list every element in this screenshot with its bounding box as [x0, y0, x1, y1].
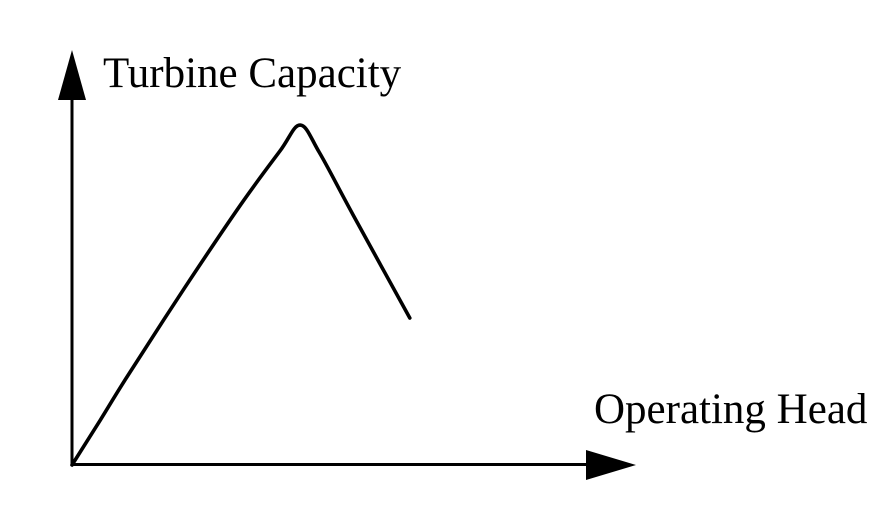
- y-axis-label: Turbine Capacity: [103, 50, 402, 97]
- y-axis-arrowhead-icon: [58, 50, 86, 100]
- x-axis-label: Operating Head: [594, 386, 868, 433]
- x-axis-arrowhead-icon: [586, 450, 636, 480]
- capacity-curve: [70, 123, 412, 467]
